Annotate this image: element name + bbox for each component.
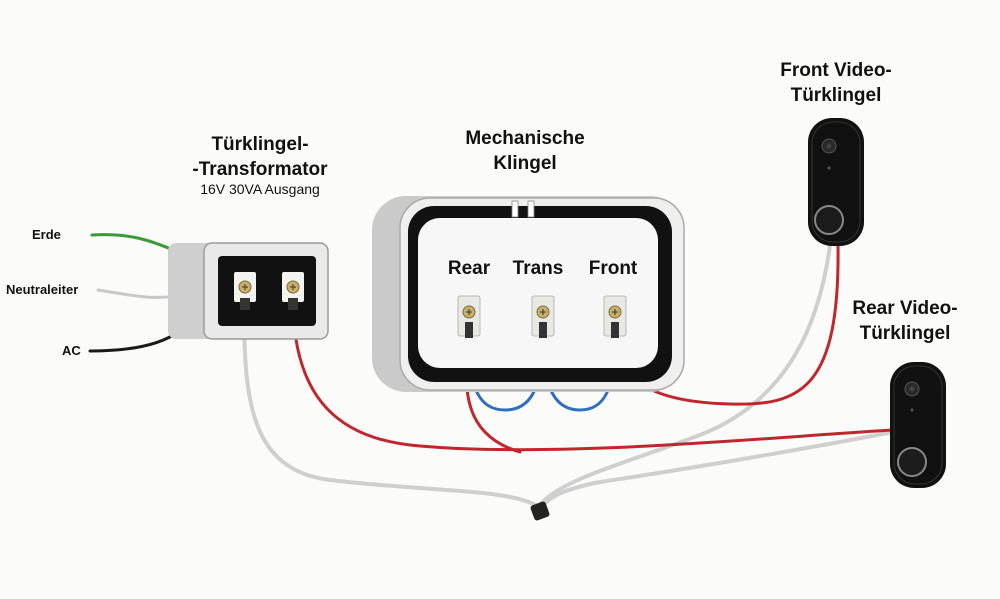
chime-terminal-front [603, 295, 627, 338]
rear-doorbell-title-line1: Rear Video- [852, 298, 958, 319]
chime-box [372, 196, 685, 392]
chime-terminal-trans [531, 295, 555, 338]
front-doorbell-device [808, 118, 864, 246]
white-wire-front-doorbell [538, 243, 832, 507]
rear-doorbell-device [890, 362, 946, 488]
transformer-output-label: 16V 30VA Ausgang [200, 181, 320, 197]
rear-doorbell-title: Rear Video- Türklingel [820, 296, 990, 346]
ac-label: AC [62, 343, 81, 358]
neutral-wire [96, 288, 180, 299]
transformer-title-line2: -Transformator [192, 159, 328, 180]
transformer-box [168, 242, 329, 340]
front-doorbell-button-icon [814, 205, 844, 235]
ground-label: Erde [32, 227, 61, 242]
front-doorbell-title-line2: Türklingel [790, 85, 882, 106]
wire-splice [530, 501, 550, 521]
transformer-title-line1: Türklingel- [211, 134, 309, 155]
ac-wire [88, 330, 180, 353]
transformer-title: Türklingel- -Transformator [150, 132, 370, 182]
white-wire-transformer [242, 303, 538, 507]
rear-doorbell-button-icon [897, 447, 927, 477]
chime-title-line2: Klingel [493, 153, 557, 174]
front-doorbell-title: Front Video- Türklingel [736, 58, 936, 108]
terminal-label-front: Front [588, 258, 638, 279]
transformer-terminal-right [282, 272, 304, 310]
terminal-label-trans: Trans [512, 258, 564, 279]
chime-terminal-rear [457, 295, 481, 338]
ground-wire [90, 233, 180, 254]
rear-doorbell-title-line2: Türklingel [859, 323, 951, 344]
front-doorbell-title-line1: Front Video- [780, 60, 892, 81]
neutral-label: Neutraleiter [6, 282, 79, 297]
transformer-terminal-left [234, 272, 256, 310]
chime-title: Mechanische Klingel [420, 126, 630, 176]
terminal-label-rear: Rear [447, 258, 491, 279]
red-wire-transformer-to-rear-doorbell [291, 303, 895, 452]
chime-title-line1: Mechanische [465, 128, 585, 149]
white-wire-rear-doorbell [540, 430, 895, 509]
